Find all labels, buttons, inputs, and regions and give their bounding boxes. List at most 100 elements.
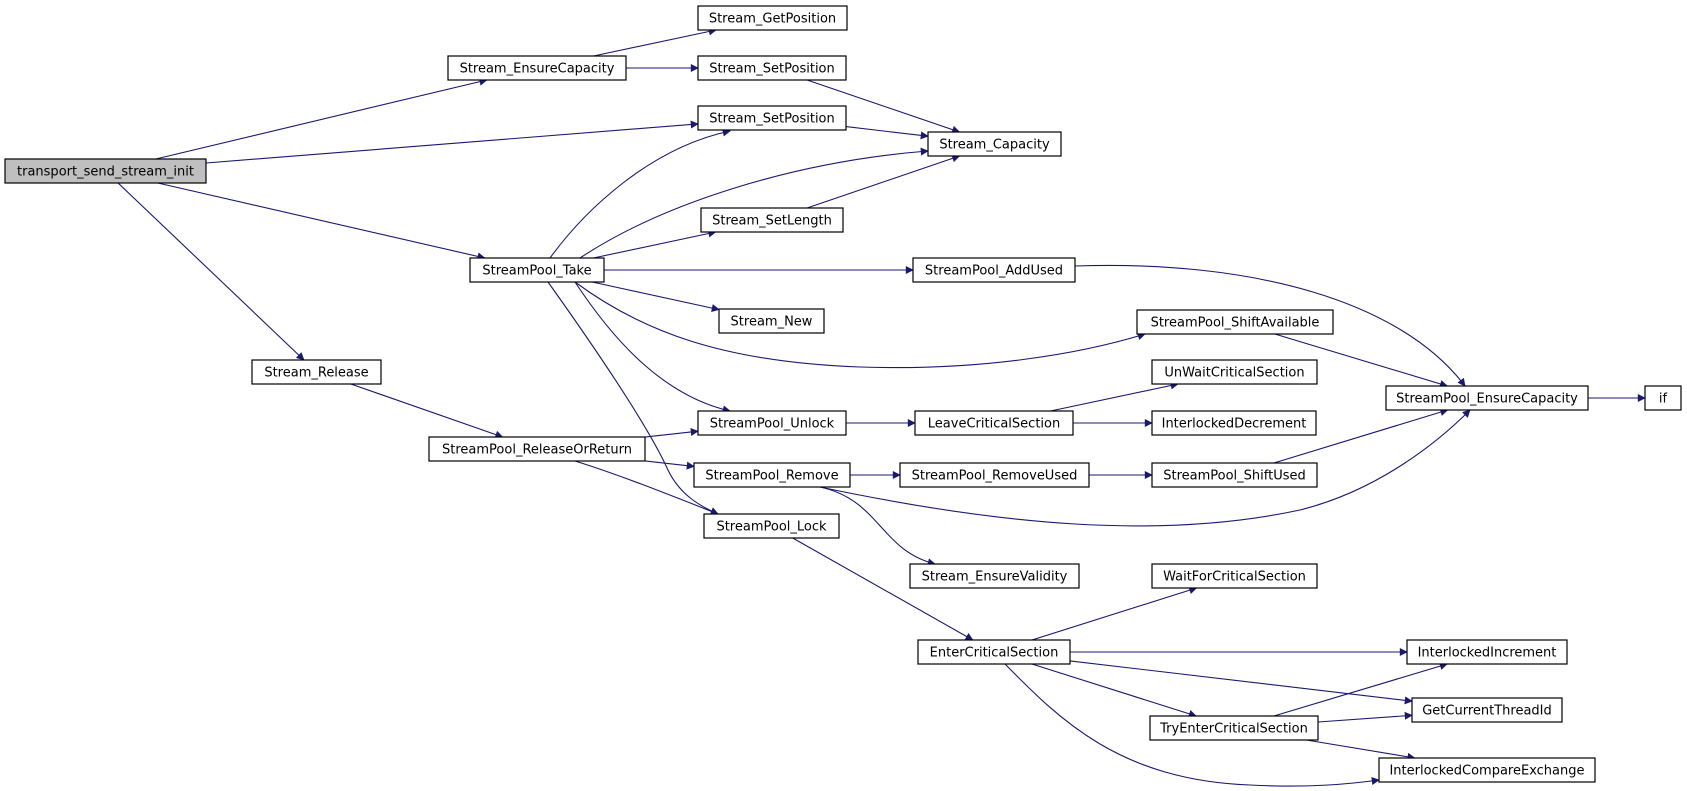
node-get-position[interactable]: Stream_GetPosition <box>697 5 848 31</box>
node-box <box>927 131 1062 157</box>
node-box <box>1151 563 1318 589</box>
node-pool-add-used[interactable]: StreamPool_AddUsed <box>912 257 1076 283</box>
edge-pool_take-to-set_position_b <box>549 128 731 259</box>
node-set-position-b[interactable]: Stream_SetPosition <box>697 105 847 131</box>
node-root[interactable]: transport_send_stream_init <box>4 158 207 184</box>
node-pool-take[interactable]: StreamPool_Take <box>469 257 605 283</box>
node-box <box>697 410 847 436</box>
node-box <box>697 105 847 131</box>
node-label: StreamPool_Remove <box>705 469 838 484</box>
node-layer: transport_send_stream_init Stream_EnsureC… <box>4 5 1682 783</box>
node-pool-remove-used[interactable]: StreamPool_RemoveUsed <box>899 462 1090 488</box>
node-pool-release-or-return[interactable]: StreamPool_ReleaseOrReturn <box>428 436 646 462</box>
node-label: UnWaitCriticalSection <box>1164 366 1304 381</box>
node-box <box>1149 715 1319 741</box>
edge-leave_cs-to-unwait_cs <box>1050 381 1179 412</box>
edge-enter_cs-to-get_thread_id <box>1069 660 1413 705</box>
edge-stream_release-to-pool_release_or_return <box>350 383 504 439</box>
edge-pool_shift_available-to-pool_ensure_capacity <box>1274 333 1448 388</box>
node-label: EnterCriticalSection <box>930 646 1059 661</box>
node-label: InterlockedIncrement <box>1418 646 1557 661</box>
node-box <box>1644 385 1682 411</box>
node-box <box>469 257 605 283</box>
edge-pool_take-to-capacity <box>579 147 929 259</box>
node-interlocked-cmpxchg[interactable]: InterlockedCompareExchange <box>1378 757 1596 783</box>
node-label: StreamPool_ReleaseOrReturn <box>442 443 632 458</box>
edge-pool_remove-to-ensure_validity <box>819 486 936 567</box>
node-label: Stream_GetPosition <box>709 12 836 27</box>
node-box <box>700 207 844 233</box>
node-get-thread-id[interactable]: GetCurrentThreadId <box>1411 697 1563 723</box>
node-label: LeaveCriticalSection <box>928 417 1060 432</box>
node-label: Stream_EnsureValidity <box>922 570 1068 585</box>
node-label: GetCurrentThreadId <box>1422 704 1552 719</box>
node-try-enter-cs[interactable]: TryEnterCriticalSection <box>1149 715 1319 741</box>
node-label: StreamPool_EnsureCapacity <box>1396 392 1578 407</box>
edge-set_position_b-to-capacity <box>845 126 929 140</box>
edge-pool_take-to-pool_lock <box>547 281 719 515</box>
edge-pool_take-to-pool_shift_available <box>574 281 1146 369</box>
node-ensure-capacity[interactable]: Stream_EnsureCapacity <box>447 55 627 81</box>
node-set-position-a[interactable]: Stream_SetPosition <box>697 55 847 81</box>
node-label: StreamPool_AddUsed <box>925 264 1063 279</box>
node-box <box>697 55 847 81</box>
edge-pool_take-to-set_length <box>593 229 717 259</box>
node-box <box>1411 697 1563 723</box>
node-label: Stream_SetLength <box>712 214 832 229</box>
node-label: InterlockedCompareExchange <box>1389 764 1584 779</box>
edge-enter_cs-to-wait_cs <box>1031 586 1198 641</box>
node-if[interactable]: if <box>1644 385 1682 411</box>
edge-enter_cs-to-try_enter_cs <box>1031 663 1197 718</box>
edge-root-to-stream_release <box>117 182 305 361</box>
node-pool-remove[interactable]: StreamPool_Remove <box>693 462 851 488</box>
edge-pool_shift_used-to-pool_ensure_capacity <box>1273 408 1449 464</box>
node-box <box>909 563 1080 589</box>
node-stream-release[interactable]: Stream_Release <box>251 359 382 385</box>
edge-layer <box>117 27 1646 787</box>
node-stream-new[interactable]: Stream_New <box>718 308 825 334</box>
node-box <box>917 639 1071 665</box>
node-label: StreamPool_Unlock <box>710 417 835 432</box>
edge-root-to-ensure_capacity <box>155 77 488 160</box>
edge-ensure_capacity-to-get_position <box>593 27 717 57</box>
node-ensure-validity[interactable]: Stream_EnsureValidity <box>909 563 1080 589</box>
node-unwait-cs[interactable]: UnWaitCriticalSection <box>1151 359 1318 385</box>
node-box <box>1378 757 1596 783</box>
node-pool-lock[interactable]: StreamPool_Lock <box>703 513 840 539</box>
node-label: Stream_SetPosition <box>709 62 835 77</box>
edge-pool_take-to-pool_unlock <box>574 281 731 414</box>
node-box <box>899 462 1090 488</box>
node-box <box>447 55 627 81</box>
node-set-length[interactable]: Stream_SetLength <box>700 207 844 233</box>
node-leave-cs[interactable]: LeaveCriticalSection <box>914 410 1074 436</box>
edge-pool_remove-to-pool_ensure_capacity <box>819 409 1471 527</box>
edge-set_position_a-to-capacity <box>806 79 961 134</box>
node-label: StreamPool_ShiftAvailable <box>1151 316 1320 331</box>
edge-pool_release_or_return-to-pool_unlock <box>644 428 699 438</box>
node-box <box>4 158 207 184</box>
edge-pool_release_or_return-to-pool_lock <box>574 460 719 516</box>
node-box <box>914 410 1074 436</box>
node-label: Stream_SetPosition <box>709 112 835 127</box>
node-interlocked-increment[interactable]: InterlockedIncrement <box>1406 639 1568 665</box>
node-label: Stream_EnsureCapacity <box>460 62 615 77</box>
node-pool-shift-used[interactable]: StreamPool_ShiftUsed <box>1151 462 1318 488</box>
edge-try_enter_cs-to-get_thread_id <box>1317 711 1413 723</box>
node-label: Stream_Release <box>264 366 368 381</box>
node-wait-cs[interactable]: WaitForCriticalSection <box>1151 563 1318 589</box>
node-box <box>1151 359 1318 385</box>
node-pool-ensure-capacity[interactable]: StreamPool_EnsureCapacity <box>1385 385 1589 411</box>
node-box <box>428 436 646 462</box>
edge-pool_add_used-to-pool_ensure_capacity <box>1074 264 1466 387</box>
edge-pool_lock-to-enter_cs <box>792 537 974 641</box>
node-box <box>1406 639 1568 665</box>
node-box <box>1136 309 1334 335</box>
node-pool-unlock[interactable]: StreamPool_Unlock <box>697 410 847 436</box>
node-capacity[interactable]: Stream_Capacity <box>927 131 1062 157</box>
node-box <box>912 257 1076 283</box>
node-enter-cs[interactable]: EnterCriticalSection <box>917 639 1071 665</box>
node-interlocked-decrement[interactable]: InterlockedDecrement <box>1151 410 1317 436</box>
node-pool-shift-available[interactable]: StreamPool_ShiftAvailable <box>1136 309 1334 335</box>
node-label: InterlockedDecrement <box>1162 417 1307 432</box>
